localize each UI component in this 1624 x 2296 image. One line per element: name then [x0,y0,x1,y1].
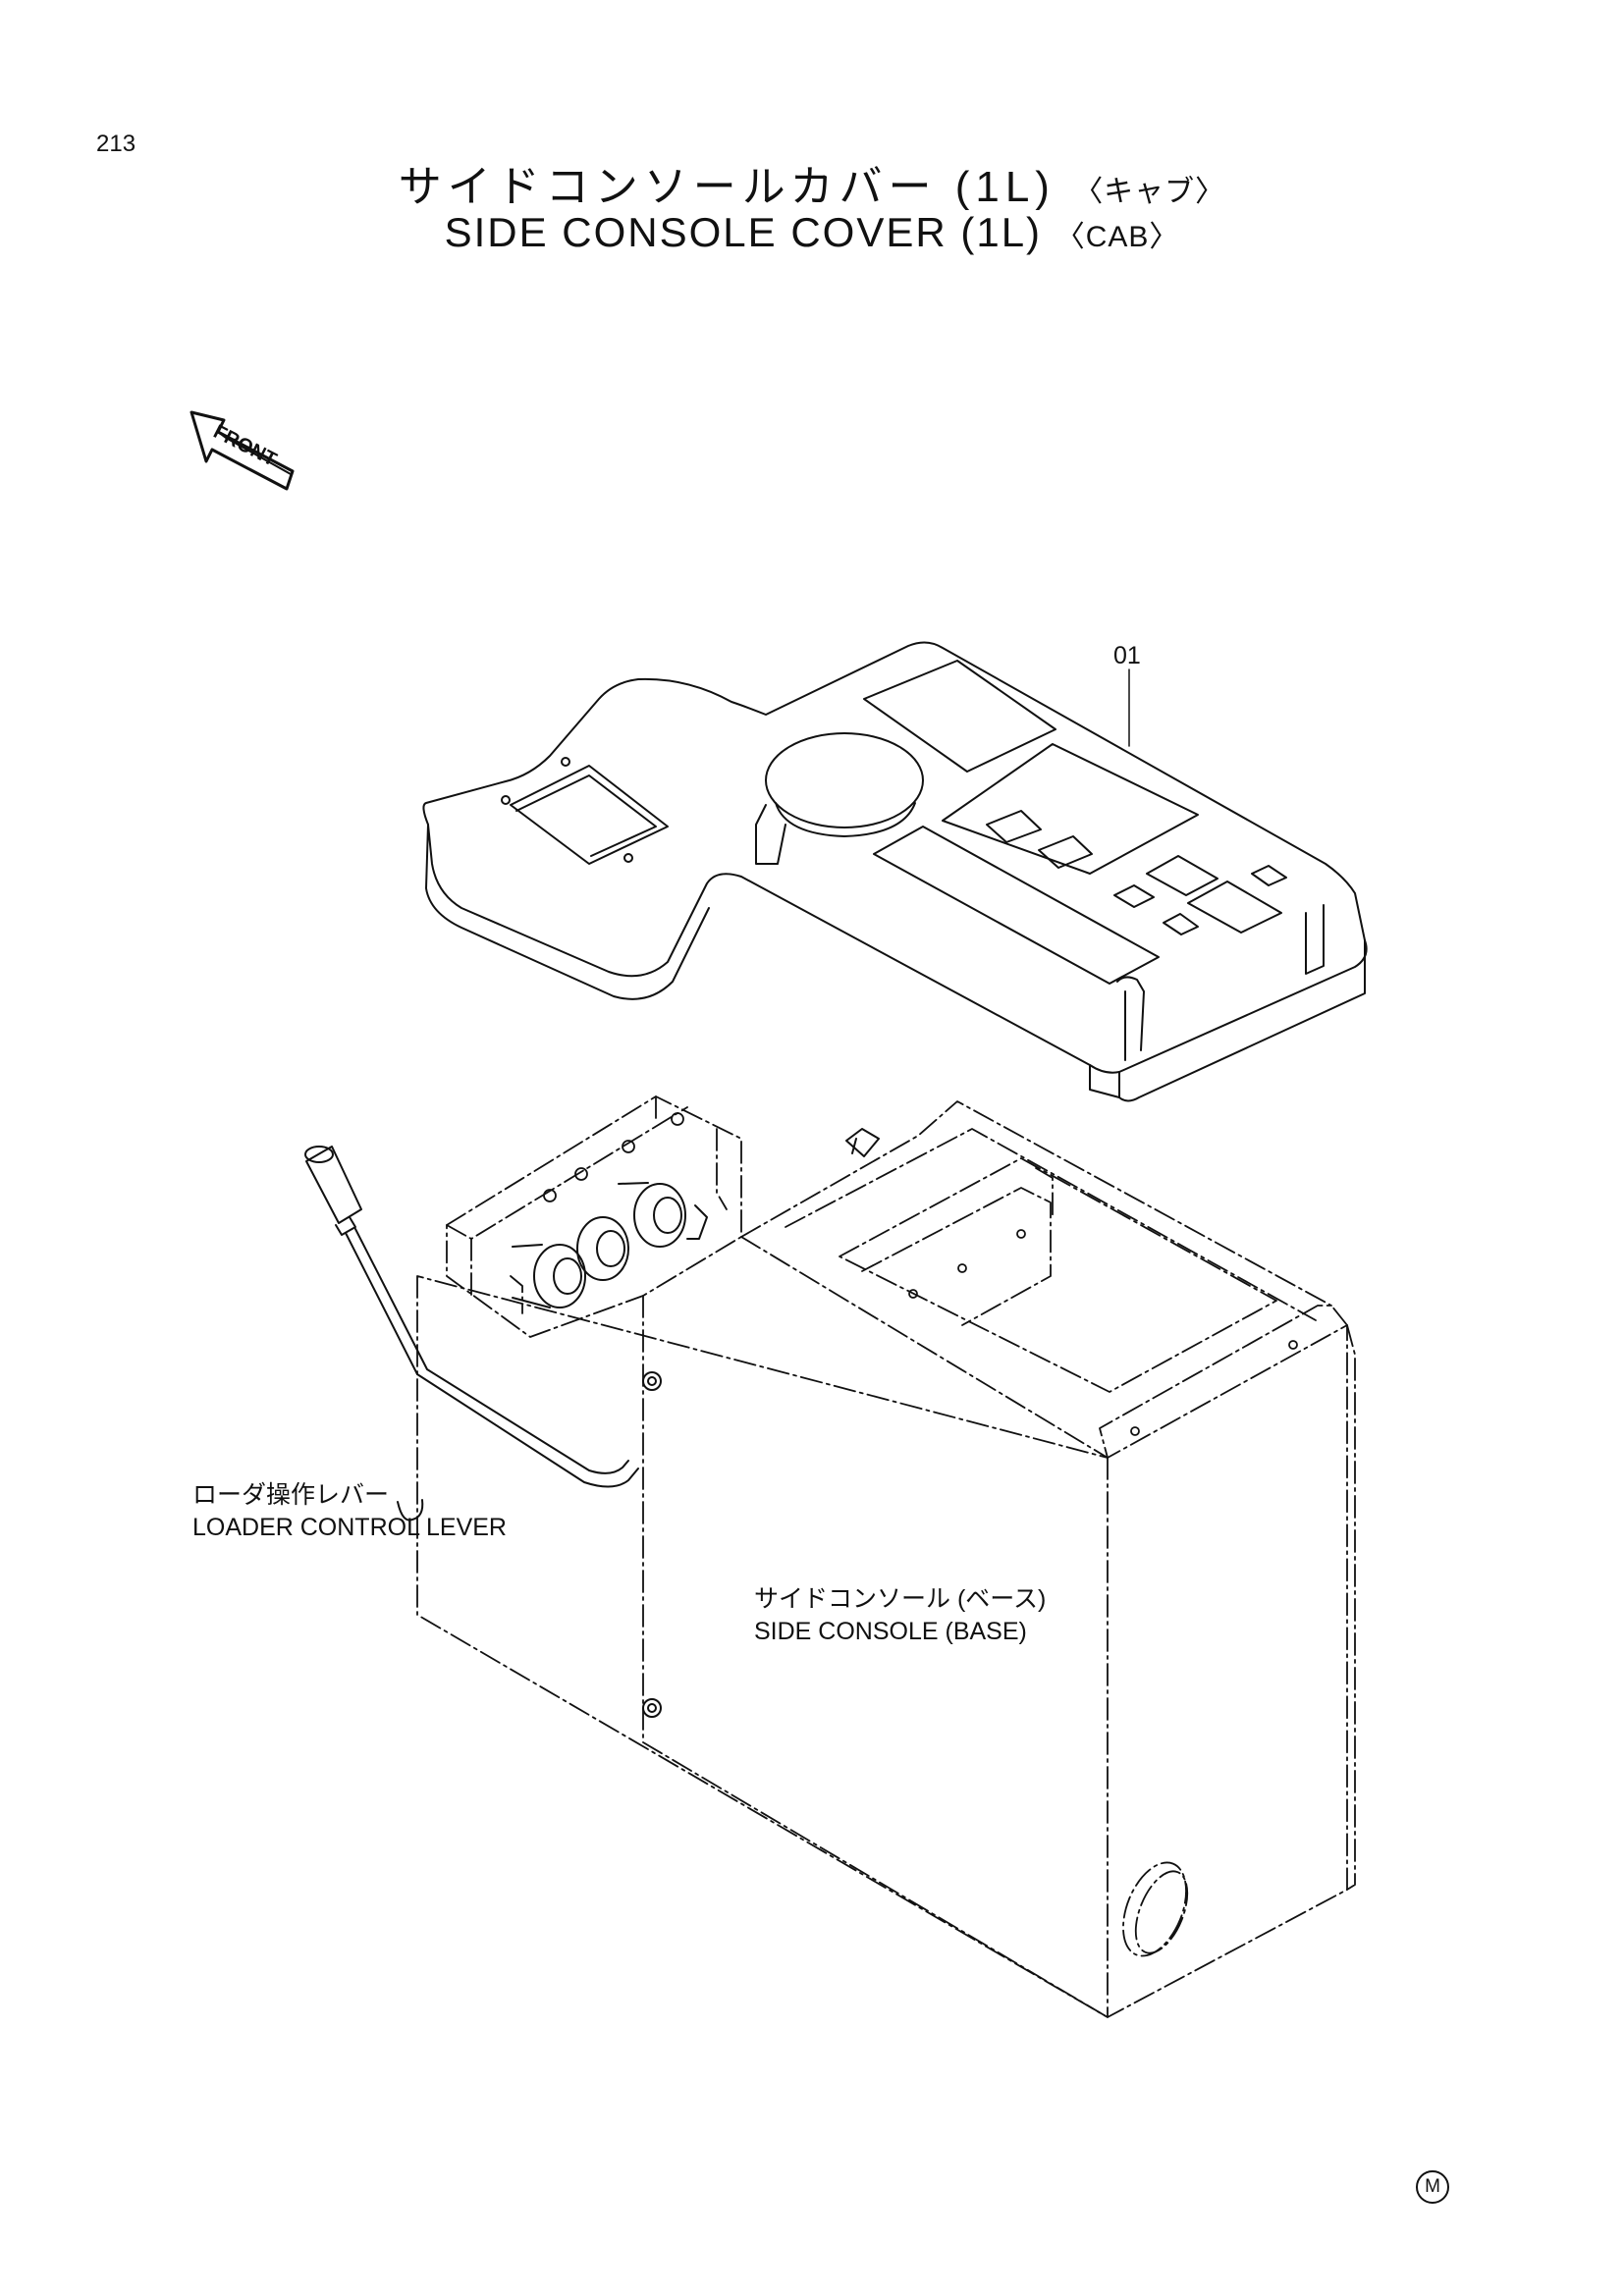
title-jp-main: サイドコンソールカバー (1L) [398,163,1056,211]
lever-label-en: LOADER CONTROL LEVER [192,1514,507,1541]
page-number: 213 [96,131,136,157]
side-console-base-label: サイドコンソール (ベース) SIDE CONSOLE (BASE) [754,1583,1046,1648]
page-title-english: SIDE CONSOLE COVER (1L) 〈CAB〉 [0,209,1624,256]
loader-control-lever [305,1147,638,1521]
title-jp-sub: 〈キャブ〉 [1073,176,1226,208]
page-title-japanese: サイドコンソールカバー (1L) 〈キャブ〉 [0,151,1624,214]
front-arrow-icon: FRONT [191,412,293,489]
callout-01: 01 [1113,642,1141,669]
lever-label-jp: ローダ操作レバー [192,1481,390,1509]
valve-rollers [513,1129,879,1308]
side-console-cover-part [423,642,1366,1100]
title-en-main: SIDE CONSOLE COVER (1L) [444,209,1043,255]
front-arrow-label: FRONT [210,421,280,471]
mounting-bolts [643,1372,661,1717]
title-en-sub: 〈CAB〉 [1055,221,1180,253]
loader-control-lever-label: ローダ操作レバー LOADER CONTROL LEVER [192,1479,507,1544]
manual-mark-icon: M [1416,2170,1449,2204]
base-label-en: SIDE CONSOLE (BASE) [754,1618,1027,1645]
side-console-base [417,1096,1355,2017]
base-label-jp: サイドコンソール (ベース) [754,1585,1047,1613]
